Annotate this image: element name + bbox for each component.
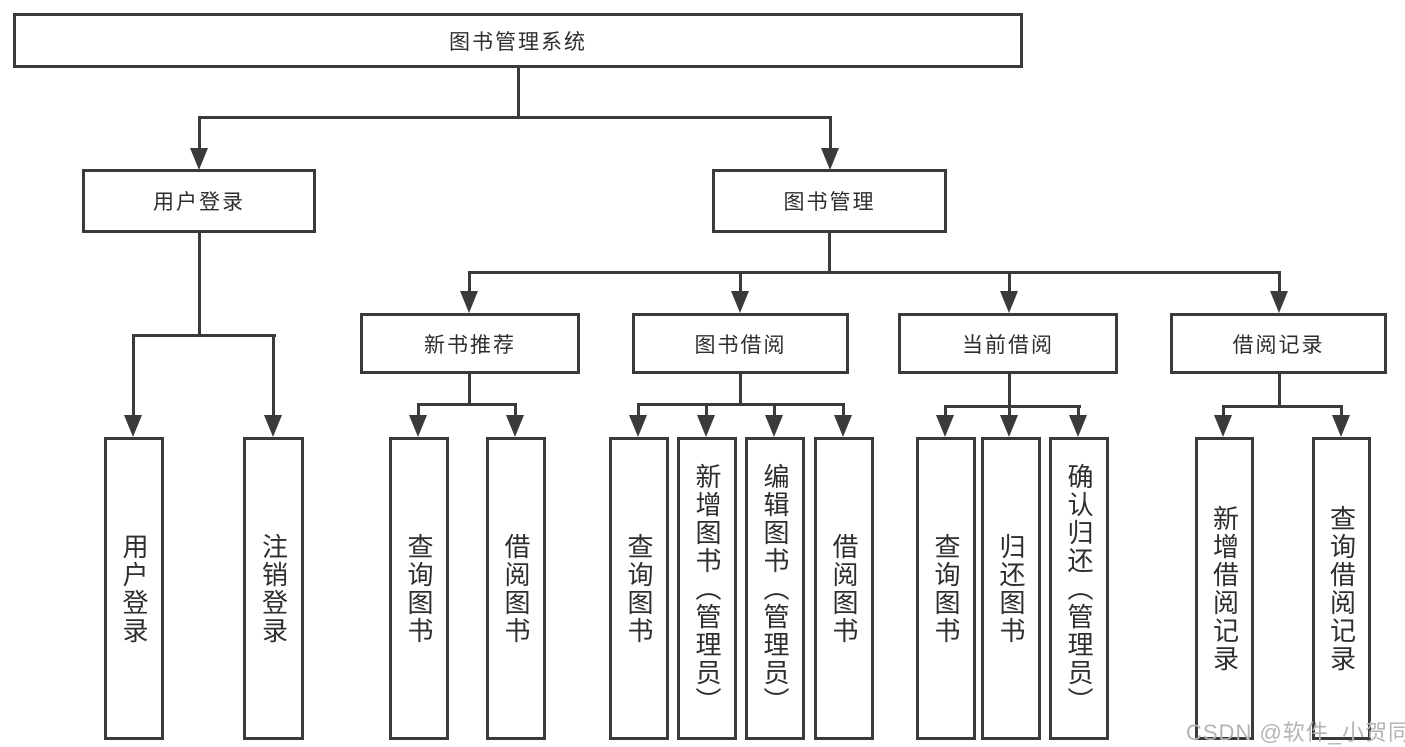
node-leaf-confirm-return-admin-label: 确认归还（管理员） [1064, 462, 1094, 715]
connector-root-horizontal [198, 116, 832, 119]
node-leaf-logout-label: 注销登录 [258, 532, 289, 645]
connector-root-stem-left [198, 116, 201, 150]
arrowhead-borrow-books-bor [834, 415, 852, 437]
connector-borrowrecords-stem-2 [1340, 405, 1343, 417]
arrowhead-return-books [1000, 415, 1018, 437]
connector-bookborrow-stem-4 [842, 403, 845, 417]
node-leaf-query-books-bor: 查询图书 [609, 437, 669, 740]
arrowhead-current-borrow [1000, 291, 1018, 313]
node-borrow-records: 借阅记录 [1170, 313, 1387, 374]
connector-newbookrec-vertical [468, 372, 471, 406]
connector-bookmgmt-stem-4 [1278, 271, 1281, 295]
arrowhead-query-books-cur [936, 415, 954, 437]
node-new-book-rec: 新书推荐 [360, 313, 580, 374]
connector-userlogin-vertical [198, 231, 201, 337]
connector-bookmgmt-stem-3 [1008, 271, 1011, 295]
connector-borrowrecords-horizontal [1222, 405, 1343, 408]
arrowhead-edit-books [765, 415, 783, 437]
node-leaf-confirm-return-admin: 确认归还（管理员） [1049, 437, 1109, 740]
node-leaf-borrow-books-rec-label: 借阅图书 [501, 532, 531, 645]
arrowhead-query-borrow-record [1332, 415, 1350, 437]
connector-bookmgmt-stem-2 [739, 271, 742, 295]
node-leaf-query-books-bor-label: 查询图书 [624, 532, 654, 645]
node-leaf-query-books-rec: 查询图书 [389, 437, 449, 740]
connector-bookmgmt-horizontal [468, 271, 1281, 274]
node-leaf-query-books-cur: 查询图书 [916, 437, 976, 740]
arrowhead-leaf-logout [264, 415, 282, 437]
node-book-mgmt: 图书管理 [712, 169, 947, 233]
csdn-watermark: CSDN @软件_小贺同学 [1186, 720, 1405, 745]
connector-currentborrow-stem-3 [1077, 405, 1080, 417]
arrowhead-new-book-rec [460, 291, 478, 313]
node-leaf-add-books-admin: 新增图书（管理员） [677, 437, 737, 740]
arrowhead-borrow-books-rec [506, 415, 524, 437]
connector-userlogin-stem-left [132, 334, 135, 416]
connector-currentborrow-vertical [1008, 372, 1011, 408]
connector-bookborrow-vertical [739, 372, 742, 406]
connector-bookmgmt-stem-1 [468, 271, 471, 295]
node-leaf-query-borrow-record-label: 查询借阅记录 [1326, 504, 1357, 673]
arrowhead-add-borrow-record [1214, 415, 1232, 437]
node-leaf-add-borrow-record-label: 新增借阅记录 [1209, 504, 1240, 673]
node-leaf-borrow-books-bor-label: 借阅图书 [829, 532, 859, 645]
node-new-book-rec-label: 新书推荐 [424, 333, 516, 357]
arrowhead-query-books-rec [409, 415, 427, 437]
node-leaf-add-borrow-record: 新增借阅记录 [1195, 437, 1254, 740]
node-leaf-query-borrow-record: 查询借阅记录 [1312, 437, 1371, 740]
connector-newbookrec-horizontal [417, 403, 517, 406]
arrowhead-user-login [190, 148, 208, 170]
node-book-borrow: 图书借阅 [632, 313, 849, 374]
connector-bookborrow-horizontal [637, 403, 845, 406]
connector-currentborrow-horizontal [944, 405, 1081, 408]
connector-root-vertical [517, 66, 520, 119]
arrowhead-book-borrow [731, 291, 749, 313]
node-leaf-borrow-books-bor: 借阅图书 [814, 437, 874, 740]
node-book-mgmt-label: 图书管理 [783, 191, 876, 214]
node-library-system: 图书管理系统 [13, 13, 1023, 68]
node-user-login: 用户登录 [82, 169, 316, 233]
arrowhead-confirm-return [1069, 415, 1087, 437]
connector-newbookrec-stem-2 [514, 403, 517, 417]
arrowhead-add-books [697, 415, 715, 437]
node-leaf-edit-books-admin-label: 编辑图书（管理员） [760, 462, 790, 715]
connector-bookborrow-stem-1 [637, 403, 640, 417]
arrowhead-borrow-records [1270, 291, 1288, 313]
node-leaf-query-books-cur-label: 查询图书 [931, 532, 961, 645]
node-current-borrow: 当前借阅 [898, 313, 1118, 374]
connector-borrowrecords-vertical [1278, 372, 1281, 408]
arrowhead-leaf-user-login [124, 415, 142, 437]
node-leaf-add-books-admin-label: 新增图书（管理员） [692, 462, 722, 715]
node-leaf-return-books: 归还图书 [981, 437, 1041, 740]
node-leaf-user-login-label: 用户登录 [119, 532, 149, 645]
connector-userlogin-horizontal [132, 334, 276, 337]
node-leaf-logout: 注销登录 [243, 437, 304, 740]
connector-userlogin-stem-right [272, 334, 275, 416]
node-current-borrow-label: 当前借阅 [962, 333, 1054, 357]
node-leaf-borrow-books-rec: 借阅图书 [486, 437, 546, 740]
node-user-login-label: 用户登录 [153, 191, 245, 214]
node-book-borrow-label: 图书借阅 [694, 333, 787, 357]
arrowhead-query-books-bor [629, 415, 647, 437]
node-leaf-user-login: 用户登录 [104, 437, 164, 740]
connector-borrowrecords-stem-1 [1222, 405, 1225, 417]
connector-currentborrow-stem-1 [944, 405, 947, 417]
connector-currentborrow-stem-2 [1008, 405, 1011, 417]
connector-bookborrow-stem-3 [773, 403, 776, 417]
connector-newbookrec-stem-1 [417, 403, 420, 417]
arrowhead-book-mgmt [821, 148, 839, 170]
node-leaf-query-books-rec-label: 查询图书 [404, 532, 434, 645]
node-borrow-records-label: 借阅记录 [1232, 333, 1325, 357]
connector-root-stem-right [829, 116, 832, 150]
node-leaf-return-books-label: 归还图书 [996, 532, 1026, 645]
node-leaf-edit-books-admin: 编辑图书（管理员） [745, 437, 805, 740]
connector-bookborrow-stem-2 [705, 403, 708, 417]
connector-bookmgmt-vertical [828, 231, 831, 274]
node-library-system-label: 图书管理系统 [449, 30, 587, 54]
